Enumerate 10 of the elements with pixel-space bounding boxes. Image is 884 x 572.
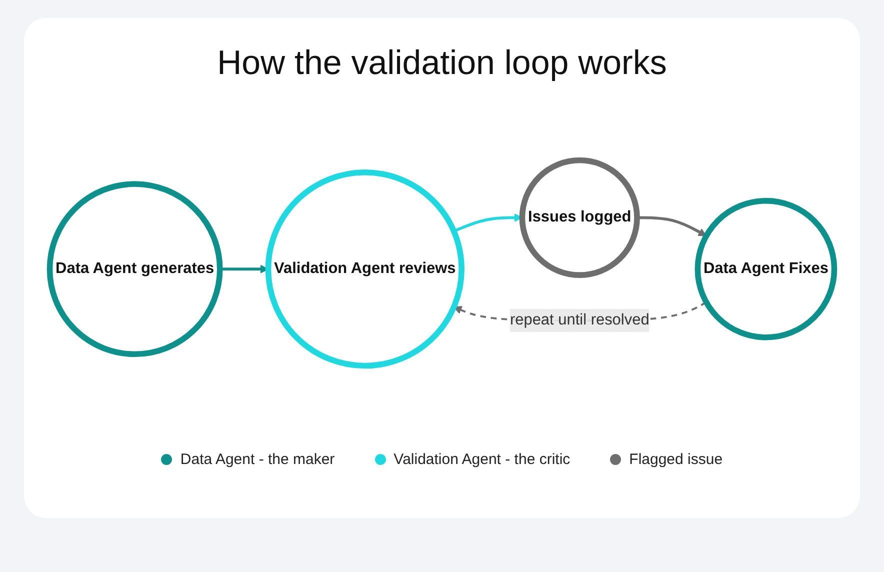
edge-label: repeat until resolved — [510, 312, 650, 328]
legend-label: Flagged issue — [629, 451, 723, 468]
legend-label: Data Agent - the maker — [180, 451, 335, 468]
node-circle: Issues logged — [519, 157, 640, 278]
legend-label: Validation Agent - the critic — [394, 451, 570, 468]
node-circle: Data Agent generates — [46, 181, 223, 358]
node-circle: Validation Agent reviews — [265, 170, 464, 369]
node-circle: Data Agent Fixes — [694, 198, 838, 340]
arrow — [637, 216, 707, 236]
title: How the validation loop works — [217, 44, 667, 83]
